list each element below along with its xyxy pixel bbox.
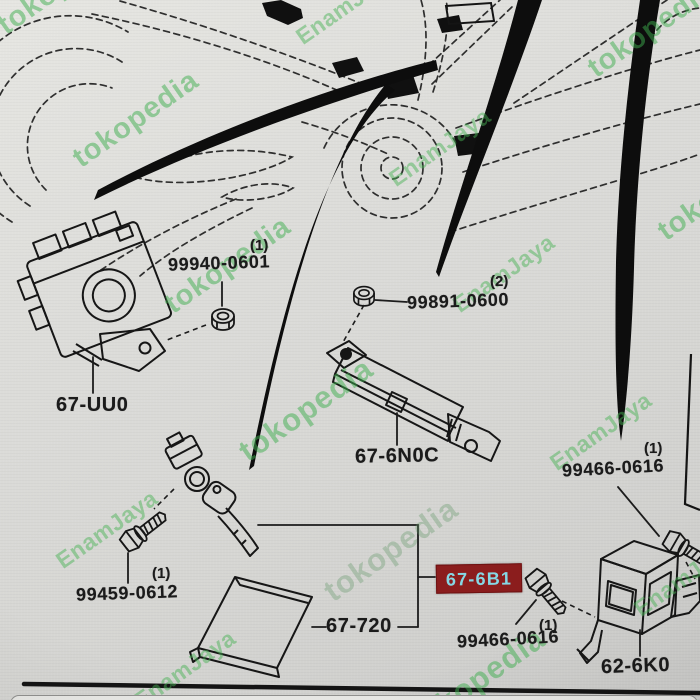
leader-swooshes <box>94 0 660 470</box>
part-number-99940-0601: 99940-0601 <box>167 251 271 275</box>
qty-99459-0612: (1) <box>152 565 171 582</box>
leader-lines <box>92 281 660 657</box>
part-drawing-67-6n0c <box>326 340 501 462</box>
assembly-dashed-connectors <box>153 304 696 618</box>
qty-99466-0616-lower: (1) <box>539 617 558 634</box>
part-drawing-62-6k0 <box>576 540 700 664</box>
bolt-drawing-99459-0612 <box>117 504 172 555</box>
inset-box-corner <box>683 353 700 512</box>
qty-99891-0600: (2) <box>490 273 509 290</box>
overhead-console-outline <box>444 1 496 26</box>
part-number-99891-0600: 99891-0600 <box>406 289 510 313</box>
part-number-99459-0612: 99459-0612 <box>75 581 179 605</box>
diagram-border-bottom <box>21 681 700 696</box>
bolt-drawing-99466-0616-lower <box>522 565 573 621</box>
part-code-67-6b1-highlight: 67-6B1 <box>435 563 523 594</box>
part-drawing-67-720 <box>189 576 313 678</box>
part-code-67-6n0c: 67-6N0C <box>354 444 440 468</box>
bolt-drawing-99466-0616-upper <box>660 527 700 574</box>
page-bottom-edge <box>10 695 698 700</box>
nut-drawing-99940-0601 <box>211 308 235 331</box>
part-drawing-key-assembly <box>164 431 259 557</box>
nut-drawing-99891-0600 <box>353 285 375 307</box>
part-code-67-uu0: 67-UU0 <box>56 394 129 416</box>
qty-99466-0616-upper: (1) <box>644 440 663 457</box>
part-code-67-720: 67-720 <box>326 615 392 637</box>
part-code-62-6k0: 62-6K0 <box>600 653 671 679</box>
qty-99940-0601: (1) <box>250 237 269 254</box>
part-drawing-67-uu0 <box>16 210 172 372</box>
